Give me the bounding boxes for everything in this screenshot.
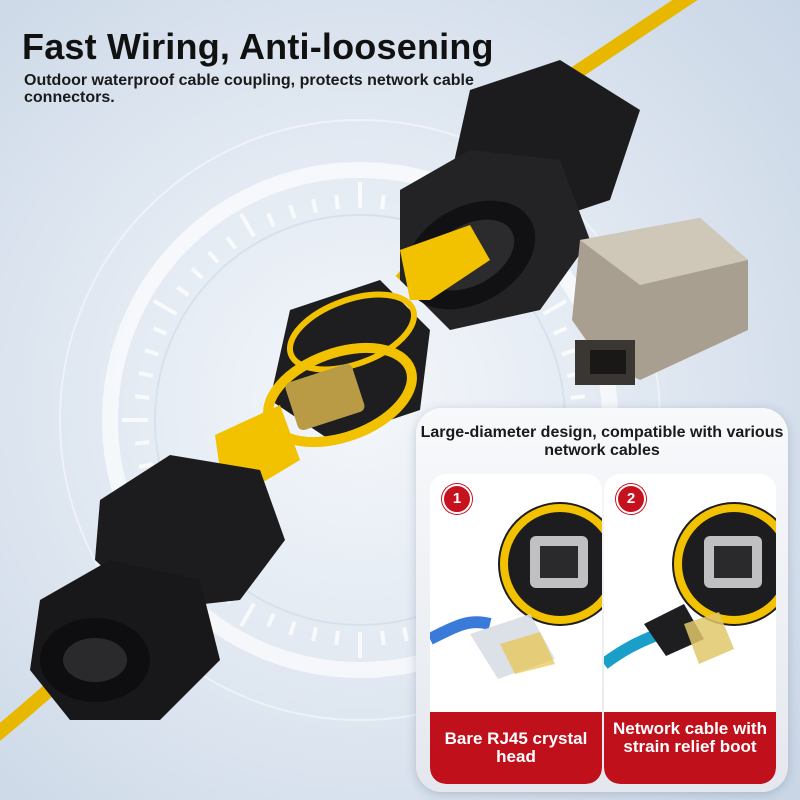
dial-tick <box>288 204 297 219</box>
dial-tick <box>266 612 276 628</box>
card-bare-rj45: 1 Bare RJ45 crystal head <box>430 474 602 784</box>
caption-box-2: Network cable with strain relief boot <box>604 712 776 784</box>
dial-tick <box>311 626 318 642</box>
metal-keystone-coupler <box>572 218 748 385</box>
dial-tick <box>135 394 150 400</box>
dial-tick <box>239 602 256 628</box>
dial-tick <box>135 440 150 446</box>
step-badge-1: 1 <box>442 484 472 514</box>
subheadline: Outdoor waterproof cable coupling, prote… <box>24 72 474 106</box>
bottom-cable-gland <box>30 455 285 720</box>
caption-box-1: Bare RJ45 crystal head <box>430 712 602 784</box>
dial-tick <box>334 630 340 645</box>
dial-tick <box>561 348 576 357</box>
dial-tick <box>552 326 568 336</box>
headline: Fast Wiring, Anti-loosening <box>22 26 494 67</box>
dial-tick <box>402 626 409 642</box>
dial-tick <box>152 326 168 336</box>
dial-tick <box>190 267 204 280</box>
dial-tick <box>380 195 386 210</box>
dial-tick <box>138 462 154 469</box>
dial-tick <box>570 394 585 400</box>
dial-tick <box>144 348 159 357</box>
dial-tick <box>542 299 568 316</box>
card-strain-relief: 2 Network cable with strain relief boot <box>604 474 776 784</box>
dial-tick <box>266 212 276 228</box>
dial-tick <box>207 250 220 264</box>
dial-tick <box>175 285 190 298</box>
compatibility-panel: Large-diameter design, compatible with v… <box>416 408 788 792</box>
step-badge-2: 2 <box>616 484 646 514</box>
dial-tick <box>334 195 340 210</box>
yellow-rj45-plug-top <box>400 225 490 300</box>
dial-tick <box>138 371 154 378</box>
caption-bare-rj45: Bare RJ45 crystal head <box>444 729 588 766</box>
dial-tick <box>380 630 386 645</box>
dial-tick <box>152 299 178 316</box>
bare-rj45-photo <box>430 502 602 679</box>
panel-title: Large-diameter design, compatible with v… <box>420 424 784 459</box>
dial-tick <box>311 198 318 214</box>
strain-relief-photo <box>604 502 776 669</box>
dial-tick <box>225 235 238 250</box>
dial-tick <box>239 212 256 238</box>
caption-strain-relief: Network cable with strain relief boot <box>613 719 767 756</box>
dial-tick <box>288 621 297 636</box>
